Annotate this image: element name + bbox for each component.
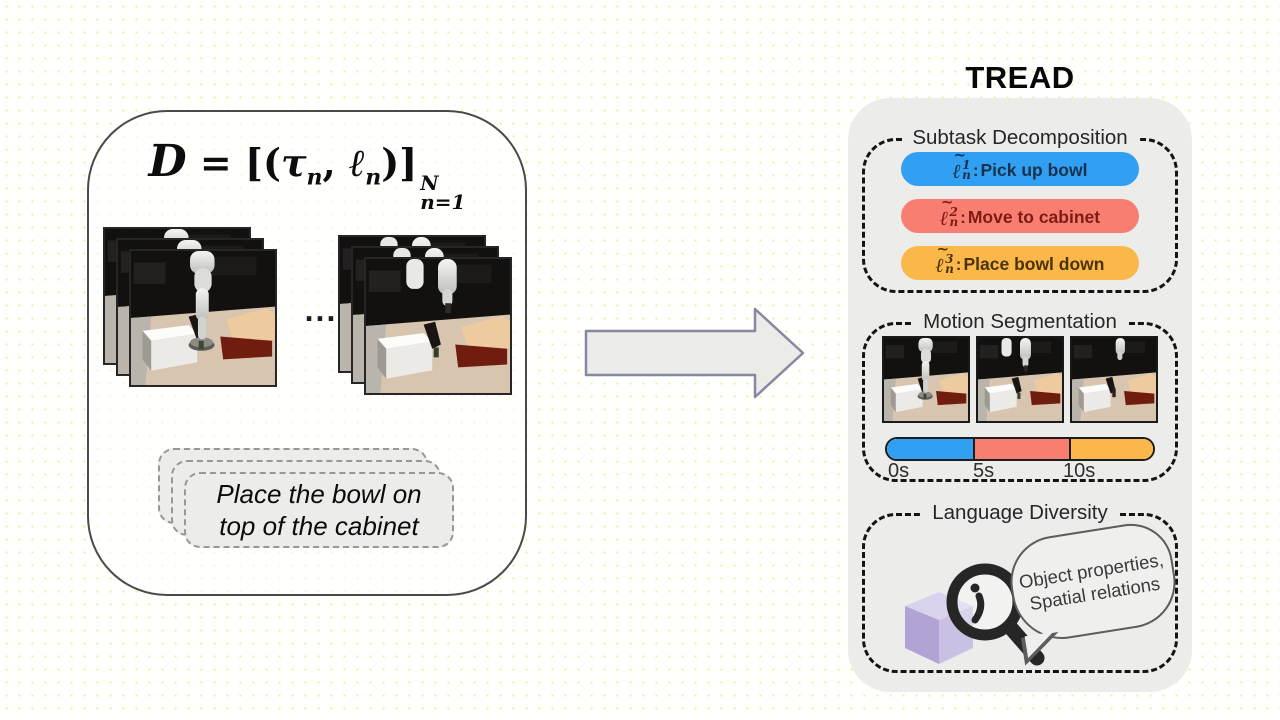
ellipsis: ... [304, 292, 338, 328]
tick-0s: 0s [888, 460, 910, 482]
section-language-diversity: Language Diversity Object properties, Sp… [862, 501, 1183, 673]
subtask-label-3: Place bowl down [963, 253, 1105, 274]
motion-frame-2 [976, 336, 1064, 423]
instruction-bubble-stack: Place the bowl on top of the cabinet [158, 448, 454, 548]
formula-script-d: D [148, 136, 187, 187]
instruction-line-1: Place the bowl on [216, 479, 422, 509]
tick-5s: 5s [973, 460, 995, 482]
trajectory-frame-front [129, 249, 277, 387]
trajectory-frame-stack-left [103, 227, 277, 387]
tread-title: TREAD [965, 60, 1075, 95]
trajectory-frame-stack-right [338, 235, 512, 395]
instruction-bubble: Place the bowl on top of the cabinet [184, 472, 454, 548]
timeline-ticks: 0s 5s 10s [885, 460, 1155, 482]
subtask-label-2: Move to cabinet [967, 206, 1101, 227]
section-title-subtask: Subtask Decomposition [902, 126, 1138, 150]
subtask-label-1: Pick up bowl [980, 159, 1088, 180]
section-motion-segmentation: Motion Segmentation 0s 5s 10s [862, 310, 1178, 482]
section-title-motion: Motion Segmentation [913, 310, 1127, 334]
motion-frame-1 [882, 336, 970, 423]
language-example-bubble: Object properties, Spatial relations [1003, 517, 1183, 647]
timeline-segment-2 [974, 439, 1071, 459]
instruction-line-2: top of the cabinet [219, 511, 419, 541]
timeline-segment-3 [1070, 439, 1153, 459]
motion-frame-3 [1070, 336, 1158, 423]
right-arrow-icon [584, 307, 805, 399]
motion-frames [882, 336, 1158, 423]
timeline-bar [885, 437, 1155, 461]
trajectory-frame-front [364, 257, 512, 395]
section-title-language: Language Diversity [922, 501, 1118, 525]
tick-10s: 10s [1063, 460, 1096, 482]
timeline-segment-1 [887, 439, 975, 459]
